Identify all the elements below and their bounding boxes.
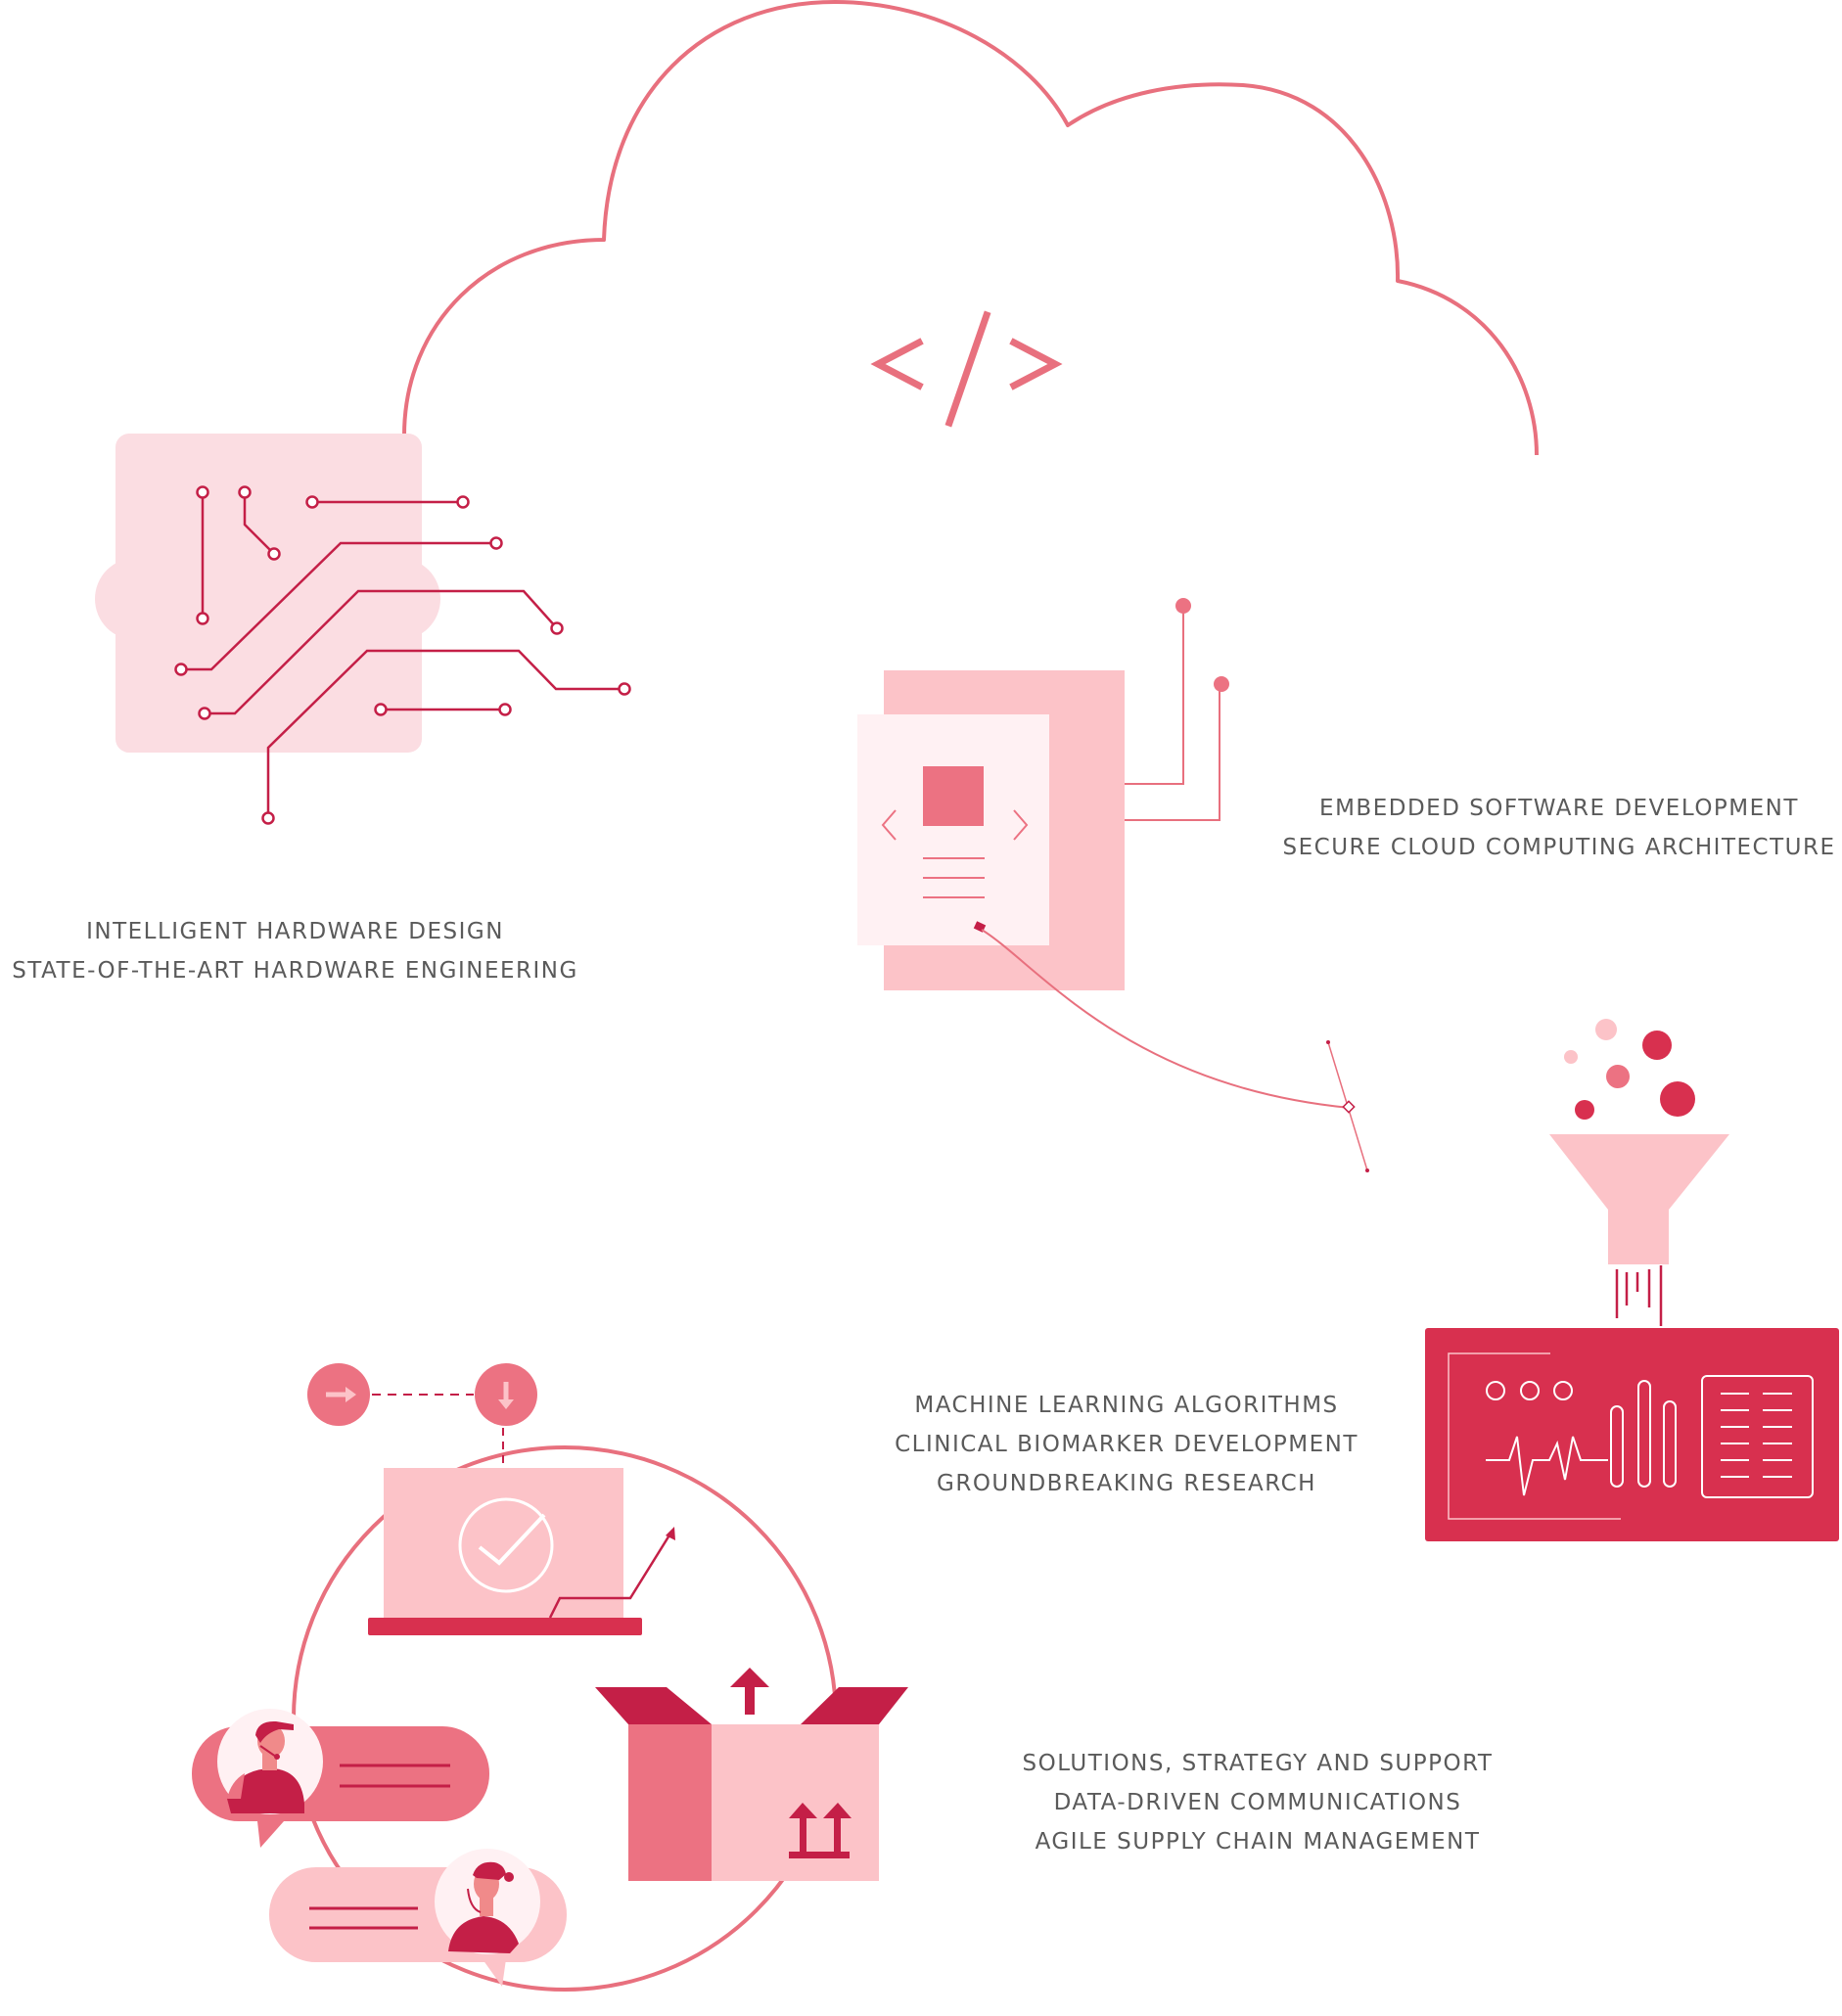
caption-line: MACHINE LEARNING ALGORITHMS	[914, 1393, 1339, 1418]
dashboard-panel-icon	[1425, 1328, 1839, 1541]
hardware-caption: INTELLIGENT HARDWARE DESIGN STATE-OF-THE…	[0, 912, 590, 990]
caption-line: SOLUTIONS, STRATEGY AND SUPPORT	[1022, 1751, 1494, 1776]
caption-line: GROUNDBREAKING RESEARCH	[937, 1471, 1316, 1496]
caption-line: INTELLIGENT HARDWARE DESIGN	[86, 919, 504, 944]
arrow-right-icon	[307, 1363, 370, 1426]
cloud-icon	[402, 0, 1539, 456]
solutions-group	[192, 1363, 908, 1992]
caption-line: STATE-OF-THE-ART HARDWARE ENGINEERING	[12, 958, 578, 984]
code-icon	[870, 310, 1063, 428]
open-box-icon	[595, 1668, 908, 1881]
caption-line: DATA-DRIVEN COMMUNICATIONS	[1053, 1790, 1462, 1815]
caption-line: CLINICAL BIOMARKER DEVELOPMENT	[895, 1432, 1358, 1457]
software-caption: EMBEDDED SOFTWARE DEVELOPMENT SECURE CLO…	[1276, 789, 1842, 867]
caption-line: SECURE CLOUD COMPUTING ARCHITECTURE	[1282, 835, 1836, 860]
support-agent-icon	[435, 1849, 540, 1954]
caption-line: EMBEDDED SOFTWARE DEVELOPMENT	[1319, 796, 1799, 821]
document-window-icon	[857, 598, 1369, 1172]
laptop-check-icon	[368, 1468, 675, 1635]
solutions-caption: SOLUTIONS, STRATEGY AND SUPPORT DATA-DRI…	[998, 1744, 1517, 1861]
funnel-icon	[1549, 1019, 1729, 1326]
support-agent-icon	[217, 1709, 323, 1814]
arrow-down-icon	[475, 1363, 537, 1426]
circuit-board-icon	[95, 434, 631, 825]
ml-caption: MACHINE LEARNING ALGORITHMS CLINICAL BIO…	[872, 1386, 1381, 1503]
caption-line: AGILE SUPPLY CHAIN MANAGEMENT	[1035, 1829, 1481, 1855]
